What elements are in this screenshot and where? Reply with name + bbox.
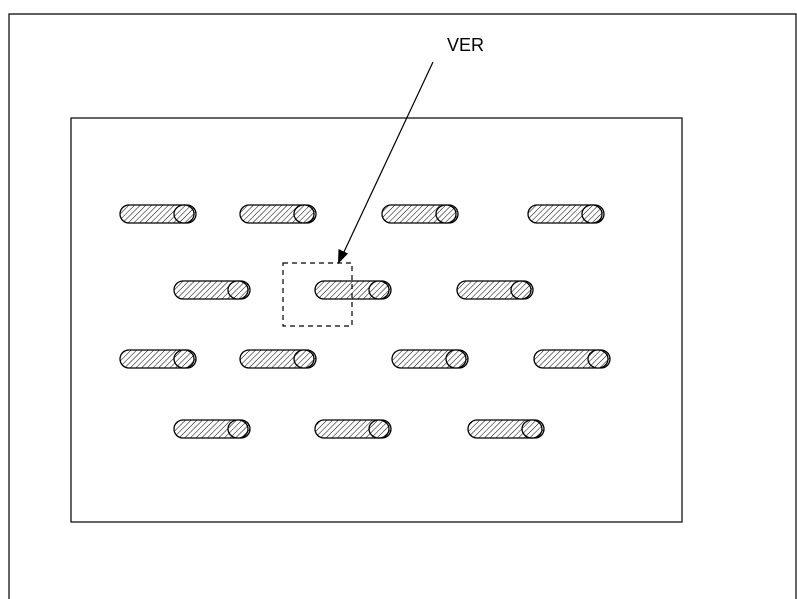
hatched-capsule (391, 349, 469, 369)
capsule-end-cap (521, 419, 543, 439)
capsule-end-cap (368, 419, 390, 439)
capsule-end-cap (293, 349, 315, 369)
dashed-selection-box (282, 262, 353, 327)
hatched-capsule (527, 204, 605, 224)
capsule-end-cap (368, 280, 390, 300)
hatched-capsule (314, 280, 392, 300)
hatched-capsule (119, 349, 197, 369)
hatched-capsule (467, 419, 545, 439)
ver-label: VER (447, 35, 484, 55)
capsule-end-cap (173, 349, 195, 369)
hatched-capsule (119, 204, 197, 224)
capsule-end-cap (435, 204, 457, 224)
capsule-end-cap (581, 204, 603, 224)
capsule-end-cap (587, 349, 609, 369)
capsule-group (119, 204, 611, 439)
hatched-capsule (173, 280, 251, 300)
hatched-capsule (239, 204, 317, 224)
hatched-capsule (173, 419, 251, 439)
arrow-head (338, 249, 348, 264)
capsule-end-cap (227, 280, 249, 300)
inner-rectangle (70, 117, 683, 523)
capsule-end-cap (293, 204, 315, 224)
hatched-capsule (381, 204, 459, 224)
hatched-capsule (314, 419, 392, 439)
capsule-end-cap (173, 204, 195, 224)
arrow-line (342, 61, 434, 255)
hatched-capsule (533, 349, 611, 369)
capsule-end-cap (510, 280, 532, 300)
outer-frame (8, 13, 797, 599)
capsule-end-cap (445, 349, 467, 369)
capsule-end-cap (227, 419, 249, 439)
hatched-capsule (239, 349, 317, 369)
hatched-capsule (456, 280, 534, 300)
